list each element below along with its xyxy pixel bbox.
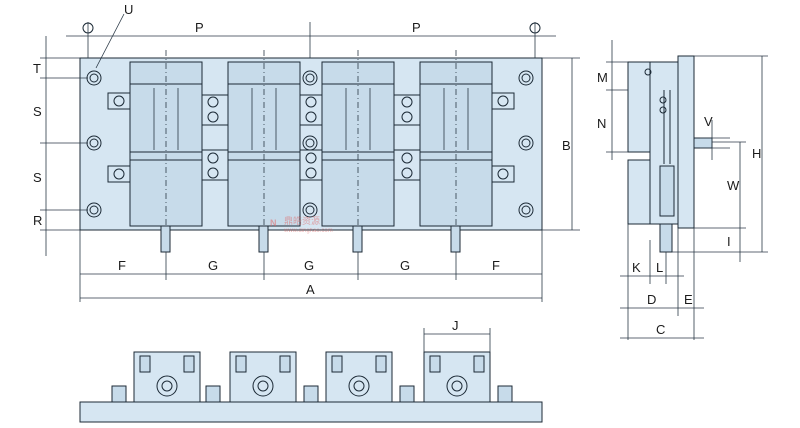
- dim-label-c: C: [656, 322, 665, 337]
- svg-text:www.dinghao.com: www.dinghao.com: [283, 228, 333, 234]
- dim-label-p: P: [412, 20, 421, 35]
- side-dimensions: M N V W H I K L D E C: [597, 40, 768, 340]
- dim-label-s: S: [33, 170, 42, 185]
- dim-label-p: P: [195, 20, 204, 35]
- dim-label-l: L: [656, 260, 663, 275]
- dim-label-f: F: [118, 258, 126, 273]
- vise-elevation-1: [133, 351, 201, 403]
- vise-block-2: [227, 50, 301, 236]
- dim-label-g: G: [304, 258, 314, 273]
- elevation-view: J: [79, 318, 543, 423]
- dim-label-u: U: [124, 2, 133, 17]
- elevation-bolts: [111, 385, 513, 403]
- vise-block-1: [129, 50, 203, 236]
- dim-label-a: A: [306, 282, 315, 297]
- side-view: [627, 55, 713, 253]
- vise-elevation-3: [325, 351, 393, 403]
- dim-label-e: E: [684, 292, 693, 307]
- vise-elevation-4: [423, 351, 491, 403]
- clamp-bolts: [107, 92, 515, 183]
- dim-label-m: M: [597, 70, 608, 85]
- elevation-base: [79, 401, 543, 423]
- front-dimensions: P P U T S S R B F G G G F A: [33, 2, 580, 302]
- dim-label-r: R: [33, 213, 42, 228]
- dim-label-g: G: [400, 258, 410, 273]
- dim-label-j: J: [452, 318, 459, 333]
- dim-label-v: V: [704, 114, 713, 129]
- dim-label-t: T: [33, 61, 41, 76]
- dim-label-b: B: [562, 138, 571, 153]
- dim-label-k: K: [632, 260, 641, 275]
- dim-label-i: I: [727, 234, 731, 249]
- dim-label-f: F: [492, 258, 500, 273]
- vise-block-4: [419, 50, 493, 236]
- dim-label-w: W: [727, 178, 740, 193]
- svg-text:鼎皓资源: 鼎皓资源: [284, 215, 320, 226]
- spindles: [160, 225, 461, 253]
- dim-label-d: D: [647, 292, 656, 307]
- mounting-holes: [86, 70, 534, 218]
- dim-label-h: H: [752, 146, 761, 161]
- front-view: N 鼎皓资源 www.dinghao.com: [79, 22, 543, 253]
- watermark: N 鼎皓资源 www.dinghao.com: [270, 215, 333, 234]
- dim-label-g: G: [208, 258, 218, 273]
- svg-text:N: N: [270, 218, 277, 228]
- vise-block-3: [321, 50, 395, 236]
- dim-label-n: N: [597, 116, 606, 131]
- vise-elevation-2: [229, 351, 297, 403]
- dim-label-s: S: [33, 104, 42, 119]
